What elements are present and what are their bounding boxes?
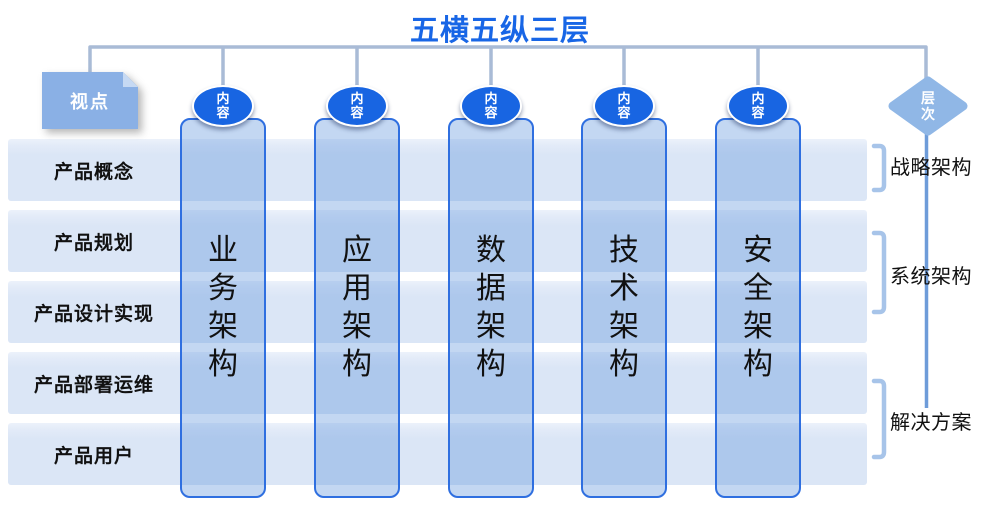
column-application-architecture: 应用架构 [314, 118, 400, 498]
viewpoint-badge-label: 视点 [70, 91, 110, 112]
column-label: 技术架构 [609, 234, 639, 381]
content-ellipse-label: 内容 [350, 91, 364, 120]
row-band-product-planning: 产品规划 [8, 210, 867, 272]
row-band-product-deploy: 产品部署运维 [8, 352, 867, 414]
row-band-product-user: 产品用户 [8, 423, 867, 485]
content-ellipse-label: 内容 [617, 91, 631, 120]
row-label: 产品规划 [53, 232, 134, 254]
column-technology-architecture: 技术架构 [581, 118, 667, 498]
bracket-strategic [871, 143, 887, 193]
bracket-system [871, 230, 887, 315]
row-label: 产品设计实现 [33, 303, 154, 325]
content-ellipse-2: 内容 [326, 85, 388, 127]
content-ellipse-4: 内容 [593, 85, 655, 127]
top-connector-line [88, 45, 928, 82]
level-diamond-label: 层次 [921, 90, 935, 122]
row-band-product-concept: 产品概念 [8, 139, 867, 201]
viewpoint-badge-shape: 视点 [42, 72, 138, 129]
layer-label-strategic: 战略架构 [890, 157, 972, 179]
content-ellipse-1: 内容 [192, 85, 254, 127]
bracket-solution [871, 378, 887, 460]
column-label: 应用架构 [342, 234, 372, 381]
viewpoint-badge: 视点 [42, 72, 138, 129]
folded-corner-icon [123, 72, 138, 87]
content-ellipse-label: 内容 [216, 91, 230, 120]
column-data-architecture: 数据架构 [448, 118, 534, 498]
row-label: 产品用户 [53, 445, 134, 467]
content-ellipse-label: 内容 [484, 91, 498, 120]
diagram-title: 五横五纵三层 [409, 15, 590, 47]
column-security-architecture: 安全架构 [715, 118, 801, 498]
layer-label-system: 系统架构 [890, 266, 972, 288]
column-label: 安全架构 [743, 234, 773, 381]
row-band-product-design: 产品设计实现 [8, 281, 867, 343]
column-label: 业务架构 [208, 234, 238, 381]
row-label: 产品部署运维 [33, 374, 154, 396]
diamond-icon [888, 76, 968, 136]
content-ellipse-5: 内容 [727, 85, 789, 127]
content-ellipse-label: 内容 [751, 91, 765, 120]
layer-label-solution: 解决方案 [890, 412, 972, 434]
content-ellipse-3: 内容 [460, 85, 522, 127]
column-label: 数据架构 [476, 234, 506, 381]
column-business-architecture: 业务架构 [180, 118, 266, 498]
level-diamond: 层次 [888, 76, 968, 136]
level-diamond-label-box: 层次 [888, 76, 968, 136]
row-label: 产品概念 [53, 161, 134, 183]
